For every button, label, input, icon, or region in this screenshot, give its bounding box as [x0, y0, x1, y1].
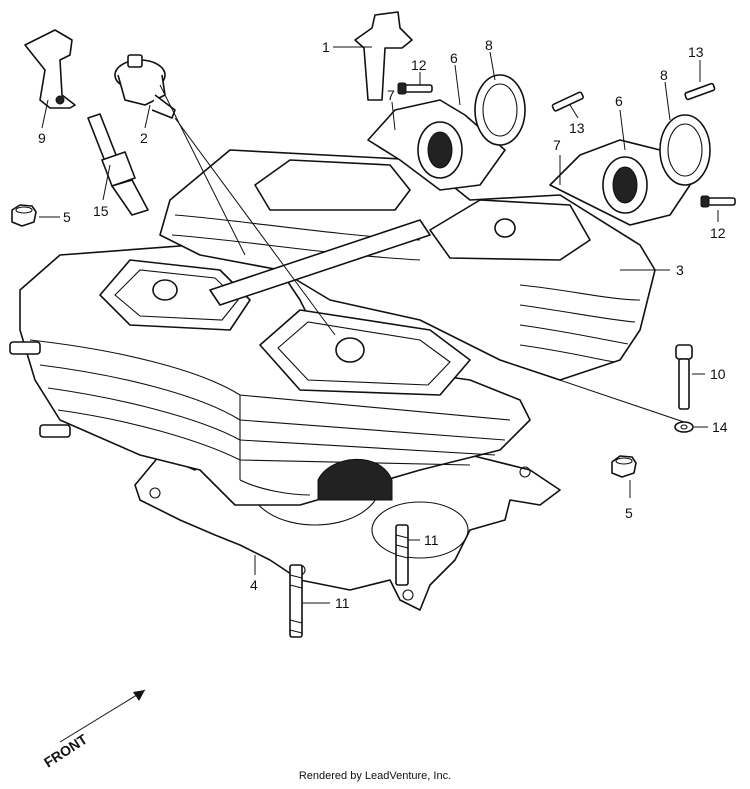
intake-manifold-right: [549, 114, 711, 226]
callout-11-right: 11: [424, 532, 439, 548]
part-13-bolt-mid: [551, 91, 584, 112]
part-14-washer: [674, 421, 694, 433]
part-2-plug: [114, 54, 176, 119]
cylinder-head: [9, 149, 656, 506]
callout-8-right: 8: [660, 67, 668, 83]
part-1-bolt: [354, 11, 413, 101]
callout-12-right: 12: [710, 225, 726, 241]
callout-5-left: 5: [63, 209, 71, 225]
front-direction-indicator: FRONT: [41, 689, 146, 771]
leader-lines: [39, 46, 719, 604]
part-9-spark-plug-cap: [24, 29, 76, 109]
part-15-spark-plug: [87, 113, 149, 216]
callout-8-left: 8: [485, 37, 493, 53]
callout-3: 3: [676, 262, 684, 278]
stud-bolt-11-left: [289, 564, 303, 638]
callout-9: 9: [38, 130, 46, 146]
part-12-bolt-right: [700, 195, 736, 208]
callout-13-right: 13: [688, 44, 704, 60]
front-arrowhead-icon: [133, 690, 145, 701]
callout-1: 1: [322, 39, 330, 55]
part-13-bolt-right: [684, 82, 716, 101]
callout-4: 4: [250, 577, 258, 593]
part-5-nut-right: [611, 455, 637, 478]
callout-13-mid: 13: [569, 120, 585, 136]
part-12-bolt-top: [397, 82, 433, 95]
callout-6-right: 6: [615, 93, 623, 109]
part-5-nut-left: [11, 204, 37, 227]
callouts: 1 12 6 8 13 9 2 7 13 6 8 7 15 5 12 3 10 …: [38, 37, 728, 611]
stud-bolt-11-right: [395, 524, 409, 586]
intake-manifold-left: [367, 74, 526, 191]
callout-6-left: 6: [450, 50, 458, 66]
callout-14: 14: [712, 419, 728, 435]
callout-5-right: 5: [625, 505, 633, 521]
callout-7-right: 7: [553, 137, 561, 153]
callout-11-left: 11: [335, 595, 350, 611]
callout-12-top: 12: [411, 57, 427, 73]
footer-credit: Rendered by LeadVenture, Inc.: [298, 770, 452, 782]
callout-10: 10: [710, 366, 726, 382]
front-arrow-icon: [59, 689, 146, 743]
part-10-bolt: [675, 344, 693, 410]
callout-7-left: 7: [387, 87, 395, 103]
callout-2: 2: [140, 130, 148, 146]
front-label: FRONT: [41, 731, 91, 771]
callout-15: 15: [93, 203, 109, 219]
